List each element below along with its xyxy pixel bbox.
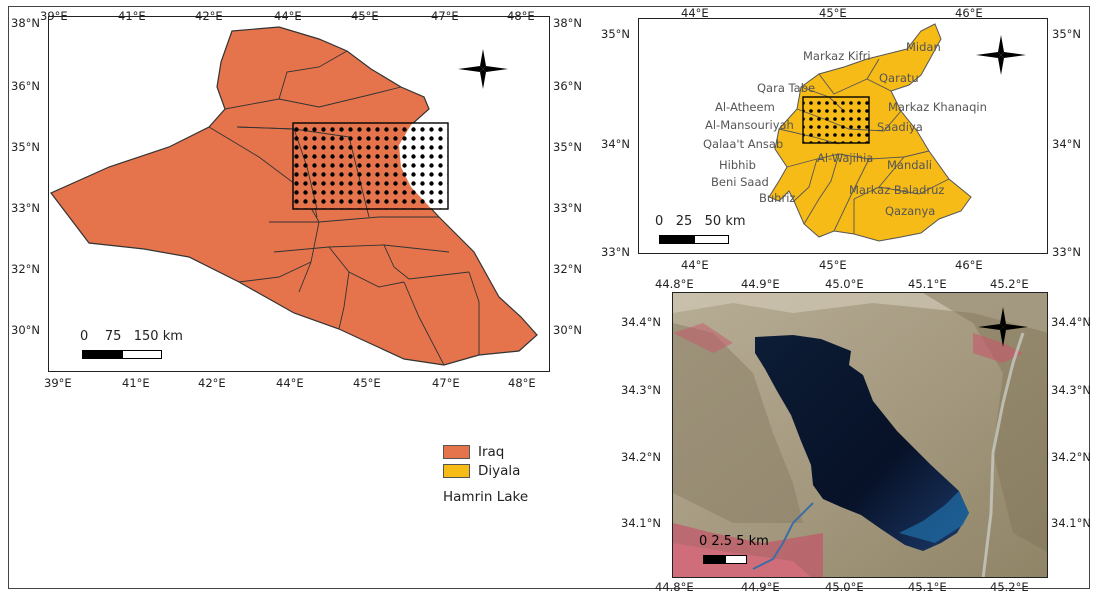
place-qara-tabe: Qara Tabe — [757, 81, 816, 95]
iraq-map-svg — [50, 26, 538, 366]
north-arrow-icon — [458, 49, 508, 89]
legend-swatch-diyala — [443, 464, 470, 478]
place-qaratu: Qaratu — [879, 71, 919, 85]
place-qazanya: Qazanya — [885, 204, 936, 218]
diyala-map-panel: Midan Markaz Kifri Qaratu Qara Tabe Al-A… — [638, 18, 1048, 254]
north-arrow-icon — [978, 307, 1028, 347]
lake-satellite-panel: 0 2.5 5 km — [672, 292, 1048, 578]
place-al-wajihia: Al-Wajihia — [817, 151, 874, 165]
legend-label-hamrin: Hamrin Lake — [443, 489, 529, 505]
lake-satellite-svg — [673, 293, 1047, 577]
place-midan: Midan — [906, 40, 941, 54]
place-al-mansouriyah: Al-Mansouriyah — [705, 118, 794, 132]
place-mandali: Mandali — [887, 158, 932, 172]
lake-scale-bar — [703, 555, 747, 564]
north-arrow-icon — [976, 35, 1026, 75]
place-buhriz: Buhriz — [759, 191, 796, 205]
place-beni-saad: Beni Saad — [711, 175, 769, 189]
place-markaz-baladruz: Markaz Baladruz — [849, 183, 945, 197]
lake-scale-label: 0 2.5 5 km — [699, 534, 769, 549]
legend-label-iraq: Iraq — [478, 444, 505, 460]
hamrin-lake-water — [755, 335, 969, 551]
legend-label-diyala: Diyala — [478, 463, 521, 479]
place-saadiya: Saadiya — [877, 120, 923, 134]
diyala-map-svg — [768, 23, 1026, 242]
iraq-scale-label: 0 75 150 km — [80, 329, 183, 344]
place-markaz-khanaqin: Markaz Khanaqin — [888, 100, 987, 114]
iraq-map-panel — [48, 16, 550, 372]
diyala-scale-label: 0 25 50 km — [655, 214, 746, 229]
diyala-scale-bar — [659, 235, 729, 244]
figure-frame — [8, 6, 1090, 589]
place-markaz-kifri: Markaz Kifri — [803, 49, 871, 63]
place-al-atheem: Al-Atheem — [715, 100, 775, 114]
iraq-scale-bar — [82, 350, 162, 359]
place-hibhib: Hibhib — [719, 158, 756, 172]
lake-area-box — [802, 96, 870, 144]
legend-swatch-iraq — [443, 445, 470, 459]
place-qalaat-ansab: Qalaa't Ansab — [703, 137, 784, 151]
